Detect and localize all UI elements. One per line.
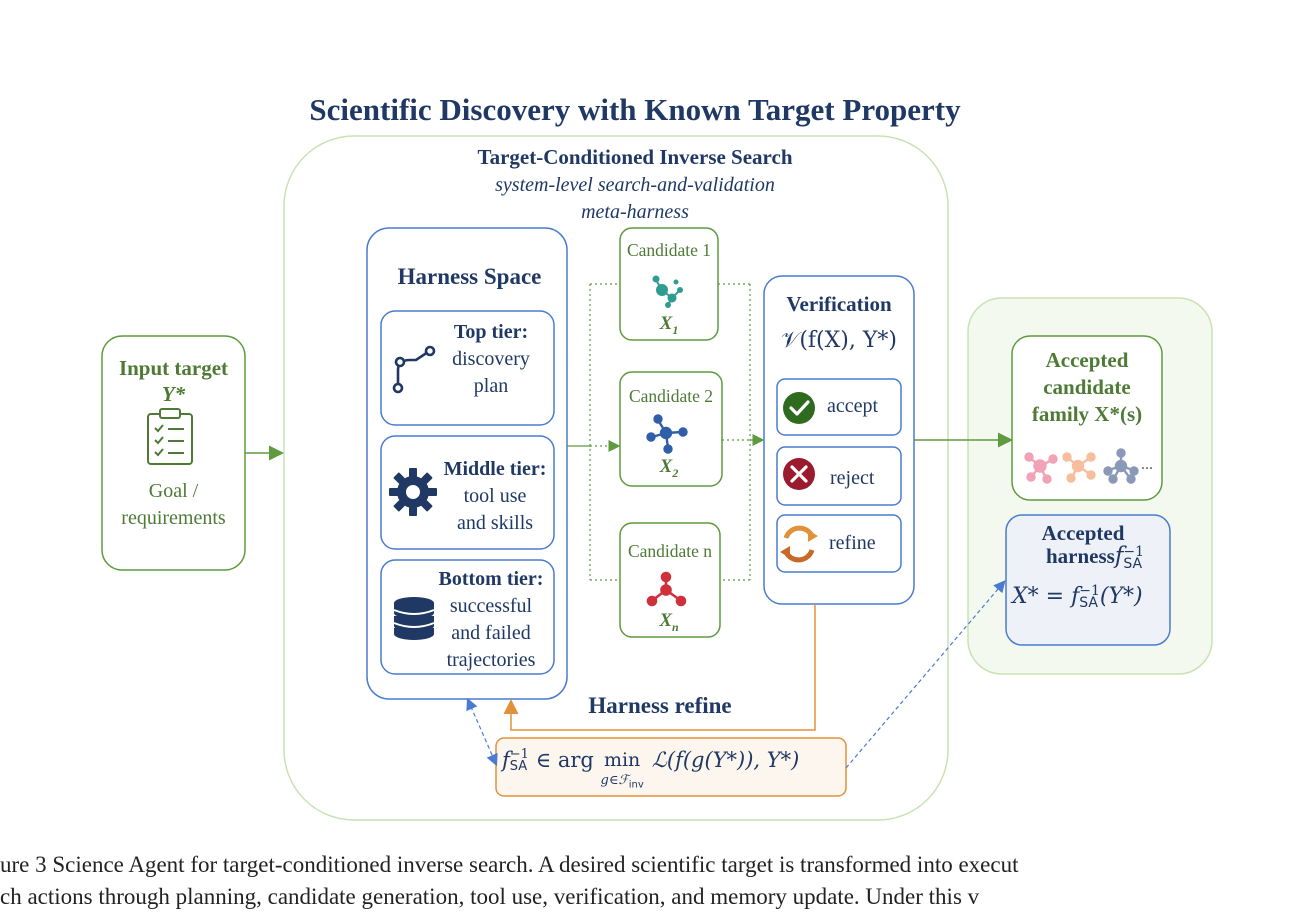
accepted-harness-word: harness [1046, 544, 1115, 568]
accepted-harness-f: f [1114, 543, 1124, 569]
candidate-2-label: Candidate 2 [628, 386, 714, 406]
refresh-icon [780, 525, 818, 563]
verification-formula: 𝒱(f(X), Y*) [781, 328, 897, 353]
top-tier-line-1: discovery [452, 348, 530, 370]
candidate-1-var-sub: 1 [672, 322, 679, 337]
bottom-tier-title: Bottom tier: [438, 568, 544, 590]
accepted-harness-eq-arg: (Y*) [1099, 584, 1143, 609]
accepted-harness-eq-lhs: X* = [1012, 584, 1072, 609]
accepted-molecule-pink-icon [1024, 452, 1058, 484]
accepted-harness-eq-sub: SA [1079, 595, 1098, 611]
harness-space-title: Harness Space [397, 264, 542, 289]
refine-label: refine [829, 532, 876, 554]
candidate-1-var: X1 [620, 313, 718, 338]
harness-refine-f: f [502, 748, 510, 772]
accepted-harness-sub: SA [1123, 556, 1143, 573]
meta-harness-title: Target-Conditioned Inverse Search [477, 145, 793, 169]
arrow-harness-space-formula [466, 697, 498, 767]
molecule-n-icon [646, 571, 687, 607]
bottom-tier-line-3: trajectories [446, 649, 536, 671]
middle-tier-box [380, 435, 555, 550]
input-target-title: Input target [118, 356, 229, 380]
reject-label: reject [830, 467, 875, 489]
harness-refine-min-word: min [603, 749, 641, 771]
molecule-2-icon [646, 414, 688, 454]
candidate-2-var-symbol: X [659, 456, 673, 477]
middle-tier-line-1: tool use [463, 485, 527, 507]
harness-refine-sub: SA [509, 759, 528, 774]
accepted-harness-eq-sup: −1 [1079, 583, 1100, 599]
candidate-n-var-symbol: X [659, 610, 672, 631]
candidate-1-label: Candidate 1 [626, 240, 712, 260]
harness-refine-sup: −1 [509, 747, 529, 762]
harness-refine-obj: ℒ(f(g(Y*)), Y*) [651, 748, 800, 772]
check-circle-icon [783, 392, 815, 424]
database-icon [393, 597, 435, 640]
harness-refine-min-subscript: g∈ℱinv [601, 772, 644, 795]
candidate-n-var-sub: n [672, 619, 679, 634]
accept-label: accept [827, 395, 879, 417]
gear-icon [389, 468, 437, 516]
arrow-formula-to-accepted-harness [845, 580, 1006, 769]
molecule-1-icon [652, 275, 683, 308]
accepted-molecule-peach-icon [1062, 452, 1096, 483]
top-tier-line-2: plan [473, 375, 509, 397]
bottom-tier-line-1: successful [449, 595, 533, 617]
verification-title: Verification [786, 292, 892, 316]
harness-refine-feedback-path [503, 604, 816, 731]
meta-harness-subtitle-1: system-level search-and-validation [495, 174, 775, 196]
meta-harness-subtitle-2: meta-harness [581, 201, 689, 223]
harness-refine-formula-box [495, 737, 847, 797]
top-tier-title: Top tier: [453, 321, 529, 343]
top-tier-box [380, 310, 555, 426]
caption-line-2: ch actions through planning, candidate g… [0, 884, 980, 909]
caption-line-1-text: ure 3 Science Agent for target-condition… [0, 852, 1019, 877]
accepted-harness-eq-f: f [1071, 584, 1080, 609]
harness-refine-min-sub2: inv [628, 779, 644, 791]
accepted-family-line-3: family X*(s) [1031, 402, 1143, 426]
candidate-2-var: X2 [620, 456, 718, 481]
candidate-1-box [619, 227, 719, 341]
discovery-plan-icon [392, 345, 436, 394]
input-target-desc-1: Goal / [148, 480, 199, 502]
harness-refine-label: Harness refine [588, 693, 732, 718]
accepted-harness-sup: −1 [1123, 544, 1145, 561]
harness-refine-min-sub: g∈ℱ [600, 773, 629, 788]
clipboard-icon [147, 408, 193, 465]
accepted-harness-box [1005, 514, 1171, 646]
input-target-symbol: Y* [161, 382, 186, 406]
candidate-branch-lines [567, 283, 765, 581]
candidate-n-var: Xn [620, 610, 718, 635]
harness-refine-rel: ∈ arg [528, 748, 601, 772]
candidate-1-var-symbol: X [659, 313, 673, 334]
accepted-harness-line-1: Accepted [1041, 521, 1125, 545]
accepted-family-line-2: candidate [1043, 375, 1131, 399]
accepted-family-line-1: Accepted [1045, 348, 1129, 372]
figure-title: Scientific Discovery with Known Target P… [309, 92, 961, 127]
candidate-2-box [619, 371, 723, 487]
accepted-molecule-blue-icon [1103, 448, 1139, 484]
bottom-tier-line-2: and failed [451, 622, 531, 644]
middle-tier-title: Middle tier: [443, 458, 547, 480]
accepted-family-ellipsis: ... [1141, 456, 1153, 473]
bottom-tier-box [380, 559, 555, 675]
x-circle-icon [783, 458, 815, 490]
middle-tier-line-2: and skills [456, 512, 534, 534]
candidate-2-var-sub: 2 [672, 465, 679, 480]
candidate-n-label: Candidate n [627, 541, 713, 561]
caption-line-1: ure 3 Science Agent for target-condition… [0, 852, 1018, 878]
input-target-desc-2: requirements [121, 507, 226, 529]
